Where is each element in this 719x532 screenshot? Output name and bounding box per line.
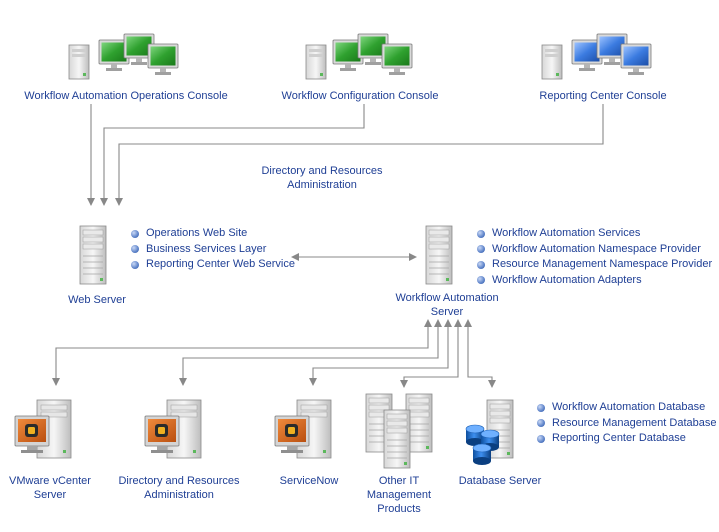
- connector-database: [464, 319, 496, 388]
- connectors: [52, 104, 604, 388]
- automation-server-icon: [425, 225, 453, 285]
- connector-other-it: [400, 319, 462, 388]
- bullet-icon: [537, 419, 545, 428]
- web-server-services-list: Operations Web Site Business Services La…: [131, 226, 295, 273]
- bullet-icon: [477, 229, 485, 238]
- bullet-icon: [537, 403, 545, 412]
- servicenow-label: ServiceNow: [279, 475, 339, 487]
- list-item: Workflow Automation Namespace Provider: [477, 242, 712, 258]
- automation-server-label: Workflow Automation Server: [395, 292, 499, 318]
- bullet-icon: [477, 245, 485, 254]
- list-item: Reporting Center Database: [537, 431, 716, 447]
- list-item: Workflow Automation Adapters: [477, 273, 712, 289]
- directory-resources-connection-label: Directory and Resources Administration: [261, 165, 383, 191]
- automation-server-services-list: Workflow Automation Services Workflow Au…: [477, 226, 712, 288]
- configuration-console-icon: [305, 33, 413, 80]
- web-server-label: Web Server: [68, 294, 126, 306]
- bullet-icon: [477, 276, 485, 285]
- reporting-console-icon: [541, 33, 652, 80]
- bullet-icon: [131, 229, 139, 238]
- vcenter-label: VMware vCenter Server: [9, 475, 91, 501]
- database-list: Workflow Automation Database Resource Ma…: [537, 400, 716, 447]
- list-item: Workflow Automation Services: [477, 226, 712, 242]
- vcenter-icon: [14, 399, 72, 459]
- other-it-products-icon: [365, 393, 433, 469]
- configuration-console-label: Workflow Configuration Console: [281, 90, 439, 102]
- list-item: Resource Management Namespace Provider: [477, 257, 712, 273]
- bullet-icon: [477, 260, 485, 269]
- other-it-products-label: Other IT Management Products: [366, 475, 432, 515]
- database-server-label: Database Server: [458, 475, 542, 487]
- bullet-icon: [131, 245, 139, 254]
- connector-configuration-console: [100, 104, 365, 206]
- connector-directory: [179, 319, 442, 386]
- operations-console-label: Workflow Automation Operations Console: [24, 90, 228, 102]
- reporting-console-label: Reporting Center Console: [539, 90, 667, 102]
- operations-console-icon: [68, 33, 179, 80]
- servicenow-icon: [274, 399, 332, 459]
- database-server-icon: [465, 399, 514, 466]
- list-item: Reporting Center Web Service: [131, 257, 295, 273]
- bullet-icon: [131, 260, 139, 269]
- connector-reporting-console: [115, 104, 604, 206]
- directory-resources-icon: [144, 399, 202, 459]
- list-item: Operations Web Site: [131, 226, 295, 242]
- connector-vcenter: [52, 319, 432, 386]
- list-item: Resource Management Database: [537, 416, 716, 432]
- web-server-icon: [79, 225, 107, 285]
- directory-resources-label: Directory and Resources Administration: [118, 475, 240, 501]
- bullet-icon: [537, 434, 545, 443]
- list-item: Business Services Layer: [131, 242, 295, 258]
- list-item: Workflow Automation Database: [537, 400, 716, 416]
